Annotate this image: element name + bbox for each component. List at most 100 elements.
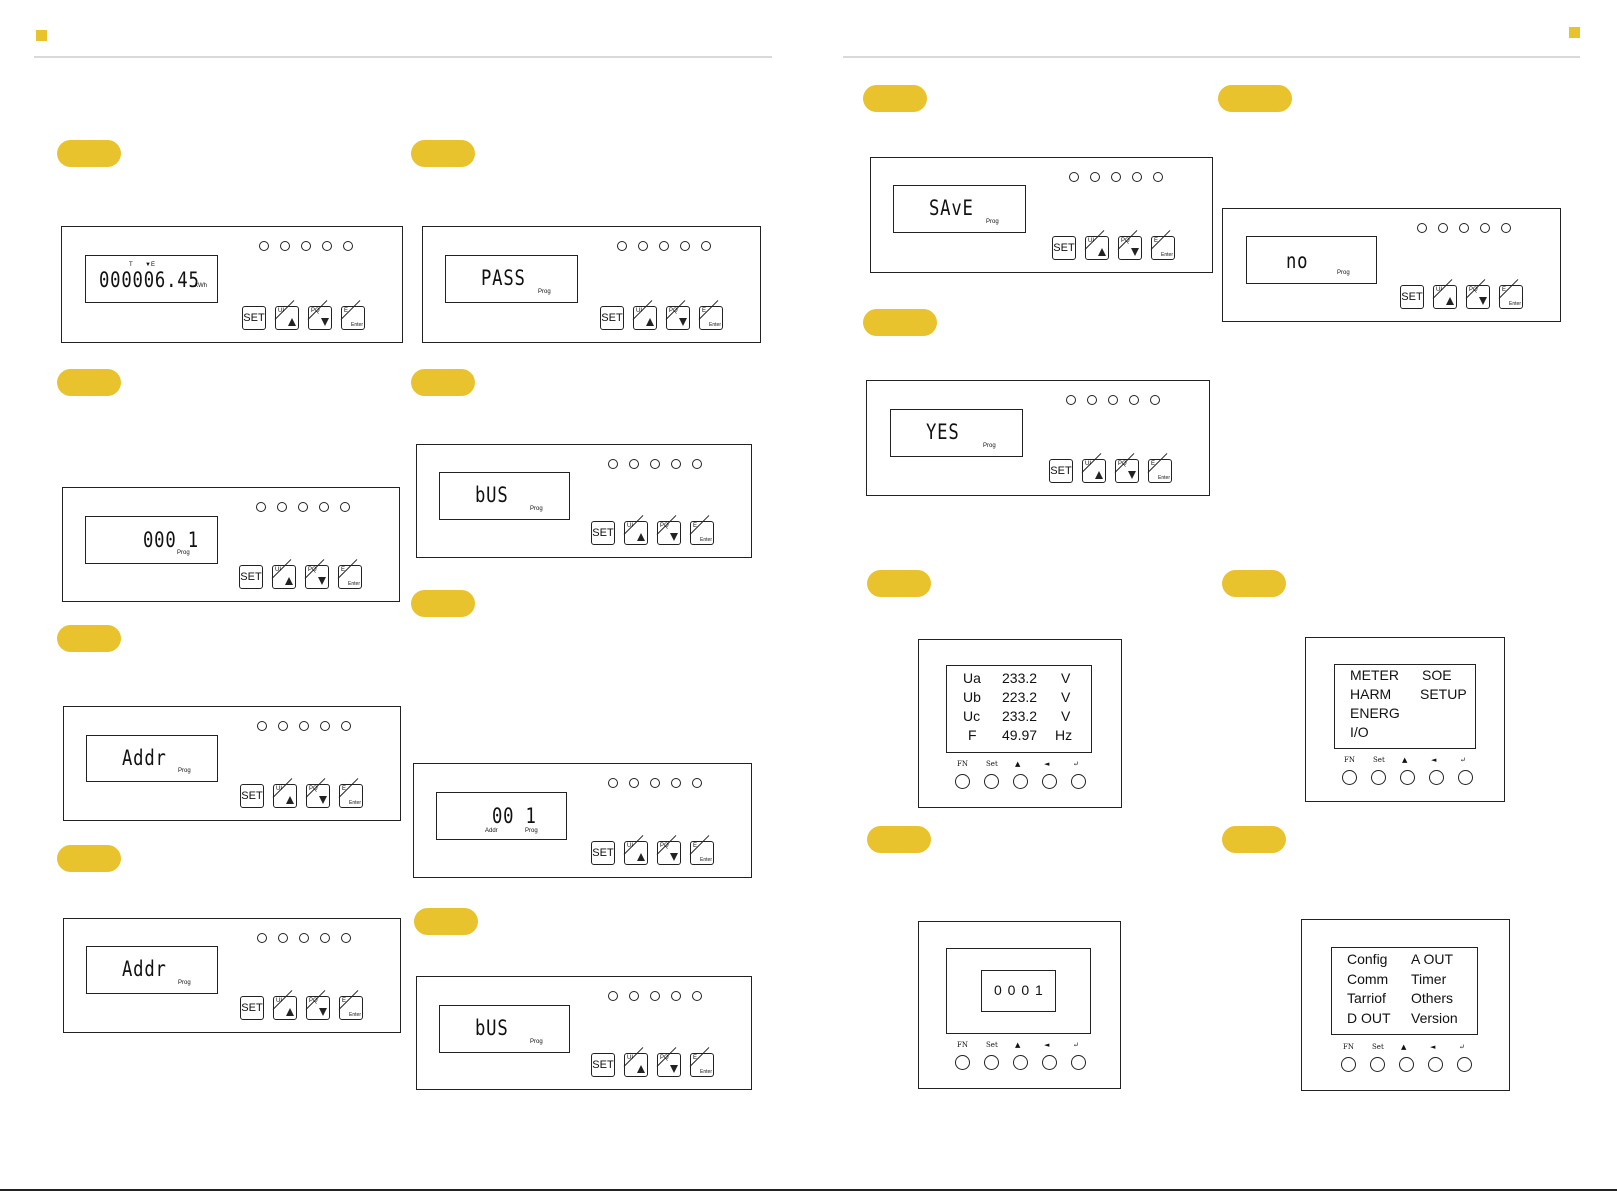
lcd-display — [439, 472, 570, 520]
keypad-key-left[interactable] — [1428, 1057, 1443, 1072]
down-button[interactable]: PQ — [656, 1047, 681, 1077]
set-button[interactable]: SET — [1052, 236, 1076, 260]
down-button[interactable]: PQ — [1117, 230, 1142, 260]
arrow-up-icon — [637, 533, 645, 541]
keypad-key-set[interactable] — [984, 774, 999, 789]
up-button[interactable]: UI — [623, 835, 648, 865]
menu-item[interactable]: I/O — [1350, 724, 1369, 740]
down-button[interactable]: PQ — [665, 300, 690, 330]
lcd-value: YES — [926, 420, 960, 444]
step-label-pill — [57, 625, 121, 652]
down-button[interactable]: PQ — [656, 515, 681, 545]
status-led — [608, 778, 618, 788]
set-button[interactable]: SET — [1049, 459, 1073, 483]
setup-menu-item[interactable]: Config — [1347, 951, 1388, 967]
keypad-key-up[interactable] — [1013, 1055, 1028, 1070]
up-button[interactable]: UI — [271, 559, 296, 589]
step-label-pill — [867, 570, 931, 597]
menu-item[interactable]: SOE — [1422, 667, 1452, 683]
up-button[interactable]: UI — [623, 515, 648, 545]
up-button[interactable]: UI — [632, 300, 657, 330]
keypad-key-left[interactable] — [1042, 774, 1057, 789]
lcd-unit-kwh: kWh — [195, 283, 207, 289]
status-led — [701, 241, 711, 251]
keypad-key-enter[interactable] — [1071, 1055, 1086, 1070]
status-led — [299, 721, 309, 731]
menu-item[interactable]: METER — [1350, 667, 1399, 683]
up-button[interactable]: UI — [272, 778, 297, 808]
set-button[interactable]: SET — [591, 521, 615, 545]
status-led — [1111, 172, 1121, 182]
down-button[interactable]: PQ — [1465, 279, 1490, 309]
up-button[interactable]: UI — [1084, 230, 1109, 260]
button-label-e: E — [693, 843, 698, 849]
keypad-key-up[interactable] — [1013, 774, 1028, 789]
keypad-key-set[interactable] — [1370, 1057, 1385, 1072]
up-button[interactable]: UI — [272, 990, 297, 1020]
down-button[interactable]: PQ — [307, 300, 332, 330]
setup-menu-item[interactable]: Timer — [1411, 970, 1447, 987]
set-button[interactable]: SET — [591, 1053, 615, 1077]
up-button[interactable]: UI — [623, 1047, 648, 1077]
up-button[interactable]: UI — [1081, 453, 1106, 483]
set-button[interactable]: SET — [239, 565, 263, 589]
keypad-key-up[interactable] — [1400, 770, 1415, 785]
set-button[interactable]: SET — [1400, 285, 1424, 309]
keypad-key-fn[interactable] — [955, 1055, 970, 1070]
up-button[interactable]: UI — [274, 300, 299, 330]
setup-menu-item[interactable]: D OUT — [1347, 1009, 1391, 1026]
keypad-key-enter[interactable] — [1458, 770, 1473, 785]
set-button[interactable]: SET — [242, 306, 266, 330]
keypad-key-fn[interactable] — [1341, 1057, 1356, 1072]
button-label-pq: PQ — [309, 786, 318, 792]
setup-menu-item[interactable]: Tarriof — [1347, 990, 1386, 1006]
arrow-down-icon — [319, 796, 327, 804]
set-button[interactable]: SET — [600, 306, 624, 330]
button-label-ui: UI — [636, 308, 642, 314]
keypad-key-up[interactable] — [1399, 1057, 1414, 1072]
setup-menu-item[interactable]: Others — [1411, 990, 1454, 1006]
keypad-key-left[interactable] — [1042, 1055, 1057, 1070]
up-button[interactable]: UI — [1432, 279, 1457, 309]
button-label-ui: UI — [275, 567, 281, 573]
voltage-row-name: Ua — [963, 670, 981, 686]
button-label-pq: PQ — [660, 523, 669, 529]
down-button[interactable]: PQ — [304, 559, 329, 589]
lcd-indicator-t: T — [129, 262, 133, 268]
set-button[interactable]: SET — [240, 784, 264, 808]
menu-item[interactable]: ENERG — [1350, 705, 1400, 721]
keypad-key-set[interactable] — [1371, 770, 1386, 785]
keypad-key-enter[interactable] — [1457, 1057, 1472, 1072]
button-label-ui: UI — [627, 523, 633, 529]
menu-item[interactable]: HARM — [1350, 686, 1392, 702]
setup-menu-item[interactable]: Comm — [1347, 970, 1389, 987]
down-button[interactable]: PQ — [656, 835, 681, 865]
status-led — [692, 991, 702, 1001]
down-button[interactable]: PQ — [305, 778, 330, 808]
down-button[interactable]: PQ — [1114, 453, 1139, 483]
setup-menu-item[interactable]: A OUT — [1411, 951, 1454, 967]
keypad-key-fn[interactable] — [1342, 770, 1357, 785]
set-button[interactable]: SET — [240, 996, 264, 1020]
keypad-key-enter[interactable] — [1071, 774, 1086, 789]
set-button[interactable]: SET — [591, 841, 615, 865]
keypad-key-set[interactable] — [984, 1055, 999, 1070]
down-button[interactable]: PQ — [305, 990, 330, 1020]
status-led — [650, 459, 660, 469]
keypad-key-fn[interactable] — [955, 774, 970, 789]
step-label-pill — [863, 85, 927, 112]
setup-menu-item[interactable]: Version — [1411, 1009, 1458, 1026]
keypad-key-left[interactable] — [1429, 770, 1444, 785]
menu-item[interactable]: SETUP — [1420, 686, 1467, 702]
